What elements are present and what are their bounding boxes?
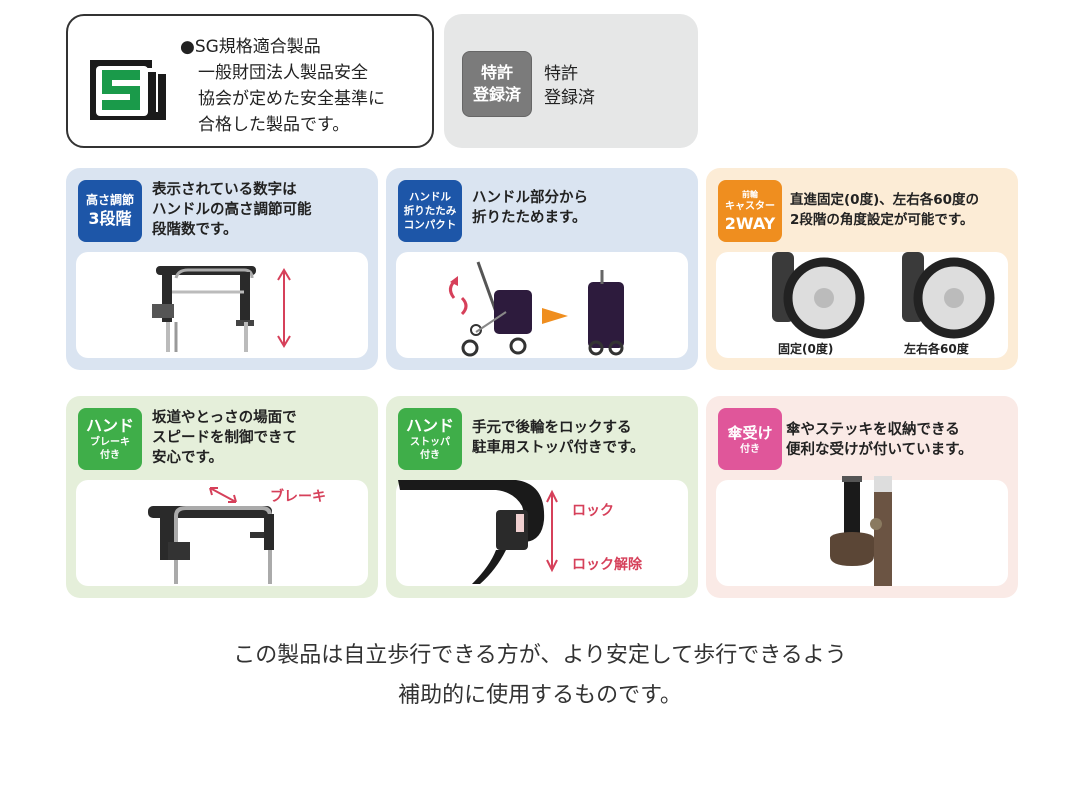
badge-line: 付き: [420, 450, 440, 461]
feature-card-fold-compact: ハンドル 折りたたみ コンパクト ハンドル部分から 折りたためます。: [386, 168, 698, 370]
badge-line: ハンド: [405, 416, 454, 435]
feature-card-hand-stopper: ハンド ストッパ 付き 手元で後輪をロックする 駐車用ストッパ付きです。 ロック…: [386, 396, 698, 598]
sg-line: 協会が定めた安全基準に: [198, 89, 385, 109]
umbrella-holder-icon: [830, 476, 892, 586]
badge-line: ハンド: [85, 416, 134, 435]
hand-brake-illustration: ブレーキ: [76, 480, 368, 586]
stopper-handle-icon: [398, 480, 558, 584]
caster-caption-fixed: 固定(0度): [778, 342, 834, 356]
caster-wheels-illustration: 固定(0度) 左右各60度: [716, 252, 1008, 358]
patent-badge: 特許 登録済: [462, 51, 532, 117]
badge-line: ストッパ: [410, 437, 450, 448]
badge-line: ブレーキ: [90, 437, 130, 448]
feature-description: 傘やステッキを収納できる 便利な受けが付いています。: [786, 420, 973, 460]
feature-badge: 前輪 キャスター 2WAY: [718, 180, 782, 242]
stopper-illustration: ロック ロック解除: [396, 480, 688, 586]
badge-line: 前輪: [742, 189, 758, 199]
badge-line: 3段階: [88, 209, 132, 228]
lock-label: ロック: [572, 503, 614, 519]
handle-height-illustration: [76, 252, 368, 358]
walker-handle-icon: [152, 266, 291, 352]
badge-line: 付き: [100, 450, 120, 461]
feature-badge: ハンド ストッパ 付き: [398, 408, 462, 470]
badge-line: 折りたたみ: [403, 205, 457, 217]
folding-walker-illustration: [396, 252, 688, 358]
feature-badge: ハンドル 折りたたみ コンパクト: [398, 180, 462, 242]
text-line: ハンドル部分から: [472, 190, 588, 206]
feature-badge: 傘受け 付き: [718, 408, 782, 470]
badge-line: 傘受け: [727, 423, 773, 442]
feature-card-umbrella-holder: 傘受け 付き 傘やステッキを収納できる 便利な受けが付いています。: [706, 396, 1018, 598]
usage-note-line: 補助的に使用するものです。: [398, 683, 682, 708]
text-line: 手元で後輪をロックする: [472, 420, 632, 436]
brake-handle-icon: [148, 487, 274, 584]
patent-text-line: 特許: [544, 64, 578, 84]
text-line: 折りたためます。: [472, 210, 587, 226]
text-line: 安心です。: [152, 450, 224, 466]
patent-text: 特許 登録済: [544, 62, 595, 110]
sg-line: 一般財団法人製品安全: [198, 63, 368, 83]
text-line: 駐車用ストッパ付きです。: [472, 440, 645, 456]
umbrella-holder-illustration: [716, 476, 1008, 586]
feature-badge: ハンド ブレーキ 付き: [78, 408, 142, 470]
patent-text-line: 登録済: [544, 88, 595, 108]
badge-line: ハンドル: [409, 191, 451, 203]
text-line: 表示されている数字は: [152, 182, 297, 198]
brake-label: ブレーキ: [270, 489, 326, 505]
feature-badge: 高さ調節 3段階: [78, 180, 142, 242]
feature-description: 坂道やとっさの場面で スピードを制御できて 安心です。: [152, 408, 297, 468]
sg-description: ●SG規格適合製品 一般財団法人製品安全 協会が定めた安全基準に 合格した製品で…: [180, 34, 385, 138]
folding-walker-icon: [449, 261, 624, 357]
usage-note: この製品は自立歩行できる方が、より安定して歩行できるよう 補助的に使用するもので…: [0, 636, 1080, 716]
badge-line: 2WAY: [724, 213, 776, 233]
text-line: 便利な受けが付いています。: [786, 442, 973, 458]
text-line: 段階数です。: [152, 222, 238, 238]
usage-note-line: この製品は自立歩行できる方が、より安定して歩行できるよう: [233, 643, 847, 668]
badge-line: 高さ調節: [85, 193, 134, 207]
badge-line: コンパクト: [403, 219, 457, 231]
sg-certification-box: ●SG規格適合製品 一般財団法人製品安全 協会が定めた安全基準に 合格した製品で…: [66, 14, 434, 148]
feature-description: 表示されている数字は ハンドルの高さ調節可能 段階数です。: [152, 180, 312, 240]
text-line: 2段階の角度設定が可能です。: [790, 212, 974, 228]
feature-card-caster-2way: 前輪 キャスター 2WAY 直進固定(0度)、左右各60度の 2段階の角度設定が…: [706, 168, 1018, 370]
badge-line: キャスター: [725, 200, 775, 212]
feature-description: 手元で後輪をロックする 駐車用ストッパ付きです。: [472, 418, 645, 458]
text-line: ハンドルの高さ調節可能: [152, 202, 312, 218]
caster-caption-60deg: 左右各60度: [904, 342, 969, 356]
text-line: 坂道やとっさの場面で: [152, 410, 297, 426]
badge-line: 付き: [740, 443, 760, 455]
patent-box: 特許 登録済 特許 登録済: [444, 14, 698, 148]
patent-badge-line: 登録済: [472, 85, 521, 104]
sg-mark-icon: [90, 60, 166, 120]
unlock-label: ロック解除: [572, 557, 642, 573]
sg-line: ●SG規格適合製品: [180, 37, 321, 57]
patent-badge-line: 特許: [480, 63, 513, 82]
feature-description: ハンドル部分から 折りたためます。: [472, 188, 588, 228]
text-line: 直進固定(0度)、左右各60度の: [790, 192, 980, 208]
caster-wheel-icon: [772, 252, 995, 339]
text-line: スピードを制御できて: [152, 430, 297, 446]
text-line: 傘やステッキを収納できる: [786, 422, 960, 438]
feature-card-height-adjust: 高さ調節 3段階 表示されている数字は ハンドルの高さ調節可能 段階数です。: [66, 168, 378, 370]
feature-card-hand-brake: ハンド ブレーキ 付き 坂道やとっさの場面で スピードを制御できて 安心です。 …: [66, 396, 378, 598]
sg-line: 合格した製品です。: [198, 115, 350, 135]
feature-description: 直進固定(0度)、左右各60度の 2段階の角度設定が可能です。: [790, 190, 979, 230]
